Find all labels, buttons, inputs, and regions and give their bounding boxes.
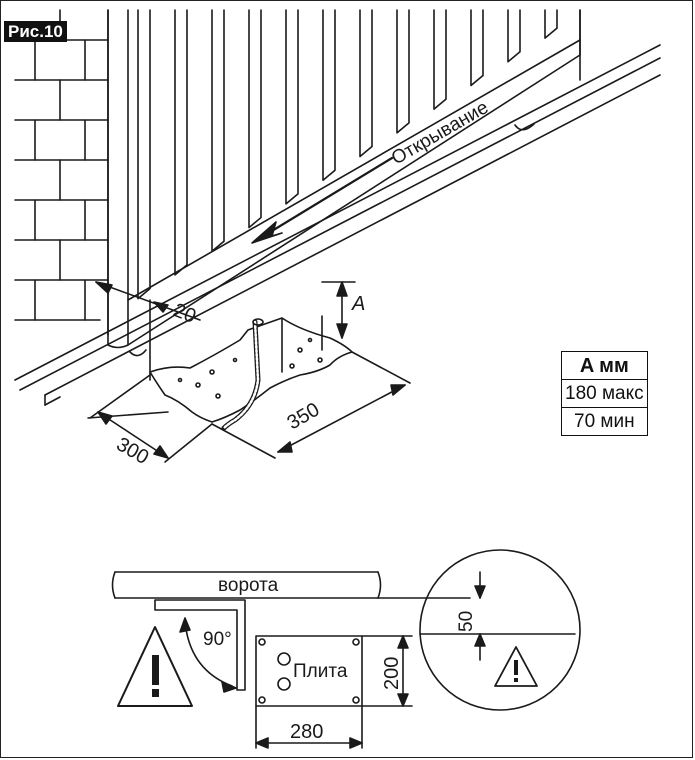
gate-slat <box>396 9 410 134</box>
sliding-gate <box>107 9 581 349</box>
gate-slat <box>211 9 225 253</box>
detail-gap-label: 50 <box>456 611 477 632</box>
warning-icon <box>117 626 193 707</box>
gate-slat <box>174 9 188 276</box>
ground-rail <box>14 44 661 406</box>
gate-slat <box>248 9 262 229</box>
gate-slat <box>137 9 151 300</box>
opening-arrow <box>251 156 394 244</box>
brick-wall <box>14 9 109 336</box>
dimension-lines <box>87 281 411 463</box>
spec-table-row: 180 макс <box>561 379 648 408</box>
warning-icon-small <box>494 646 538 687</box>
gate-slat <box>285 9 299 205</box>
dim-length-label: 350 <box>284 399 324 435</box>
spec-table-header: A мм <box>561 351 648 380</box>
plan-view <box>111 549 581 749</box>
gate-slat <box>470 9 484 87</box>
gate-slat <box>507 9 521 63</box>
plate-height-label: 200 <box>381 657 403 690</box>
cable-conduit <box>221 318 264 431</box>
gate-slat <box>322 9 336 181</box>
gate-label: ворота <box>218 575 279 596</box>
dim-height-label: A <box>351 293 365 315</box>
spec-table-row: 70 мин <box>561 407 648 436</box>
dim-width-label: 300 <box>113 433 153 469</box>
gate-slat <box>359 9 373 158</box>
angle-label: 90° <box>203 629 232 650</box>
gate-slat <box>433 9 447 110</box>
plate-label: Плита <box>293 661 348 682</box>
plate-width-label: 280 <box>290 721 323 743</box>
gate-slat <box>544 9 558 39</box>
figure-label: Рис.10 <box>4 21 67 42</box>
spec-table: A мм 180 макс 70 мин <box>561 351 648 436</box>
foundation-slab <box>149 317 353 423</box>
dim-wall-offset-label: 20 <box>170 299 199 328</box>
